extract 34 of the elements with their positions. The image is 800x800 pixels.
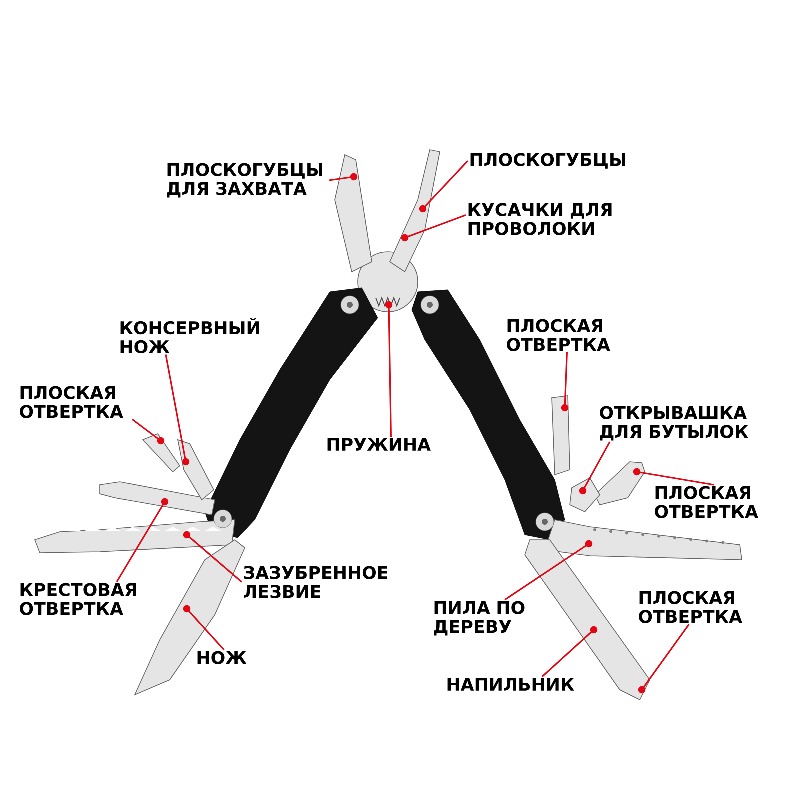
spring bbox=[376, 296, 400, 308]
leader-line bbox=[385, 301, 393, 438]
leader-line bbox=[561, 352, 569, 412]
part-label: ПЛОСКАЯ ОТВЕРТКА bbox=[655, 486, 758, 518]
part-label: НОЖ bbox=[198, 651, 247, 664]
leader-line bbox=[183, 605, 225, 651]
pliers-jaw bbox=[390, 150, 440, 273]
part-label: ПЛОСКОГУБЦЫ ДЛЯ ЗАХВАТА bbox=[167, 163, 322, 198]
leader-line bbox=[183, 531, 243, 583]
part-label: ПЛОСКАЯ ОТВЕРТКА bbox=[20, 386, 124, 418]
part-label: ПЛОСКАЯ ОТВЕРТКА bbox=[639, 591, 742, 624]
part-label: ЗАЗУБРЕННОЕ ЛЕЗВИЕ bbox=[244, 566, 388, 598]
part-label: ПЛОСКАЯ ОТВЕРТКА bbox=[507, 319, 610, 352]
bottle-opener bbox=[570, 477, 600, 512]
part-label: НАПИЛЬНИК bbox=[448, 678, 574, 691]
part-label: КОНСЕРВНЫЙ НОЖ bbox=[120, 318, 260, 354]
leader-line bbox=[638, 624, 690, 694]
leader-line bbox=[542, 626, 598, 678]
screwdriver-bit bbox=[100, 482, 216, 516]
part-label: КУСАЧКИ ДЛЯ ПРОВОЛОКИ bbox=[468, 203, 612, 236]
leader-line bbox=[165, 354, 190, 466]
leader-line bbox=[504, 540, 593, 601]
leader-line bbox=[633, 468, 714, 486]
part-label: ПИЛА ПО ДЕРЕВУ bbox=[434, 601, 525, 636]
part-label: КРЕСТОВАЯ ОТВЕРТКА bbox=[20, 583, 136, 616]
part-label: ПЛОСКОГУБЦЫ bbox=[470, 153, 626, 169]
leader-line bbox=[419, 160, 469, 213]
leader-line bbox=[579, 442, 611, 495]
leader-line bbox=[132, 418, 165, 445]
part-label: ПРУЖИНА bbox=[328, 438, 431, 451]
part-label: ОТКРЫВАШКА ДЛЯ БУТЫЛОК bbox=[600, 406, 748, 441]
leader-line bbox=[401, 214, 466, 242]
leader-line bbox=[116, 498, 169, 582]
leader-line bbox=[329, 173, 358, 182]
